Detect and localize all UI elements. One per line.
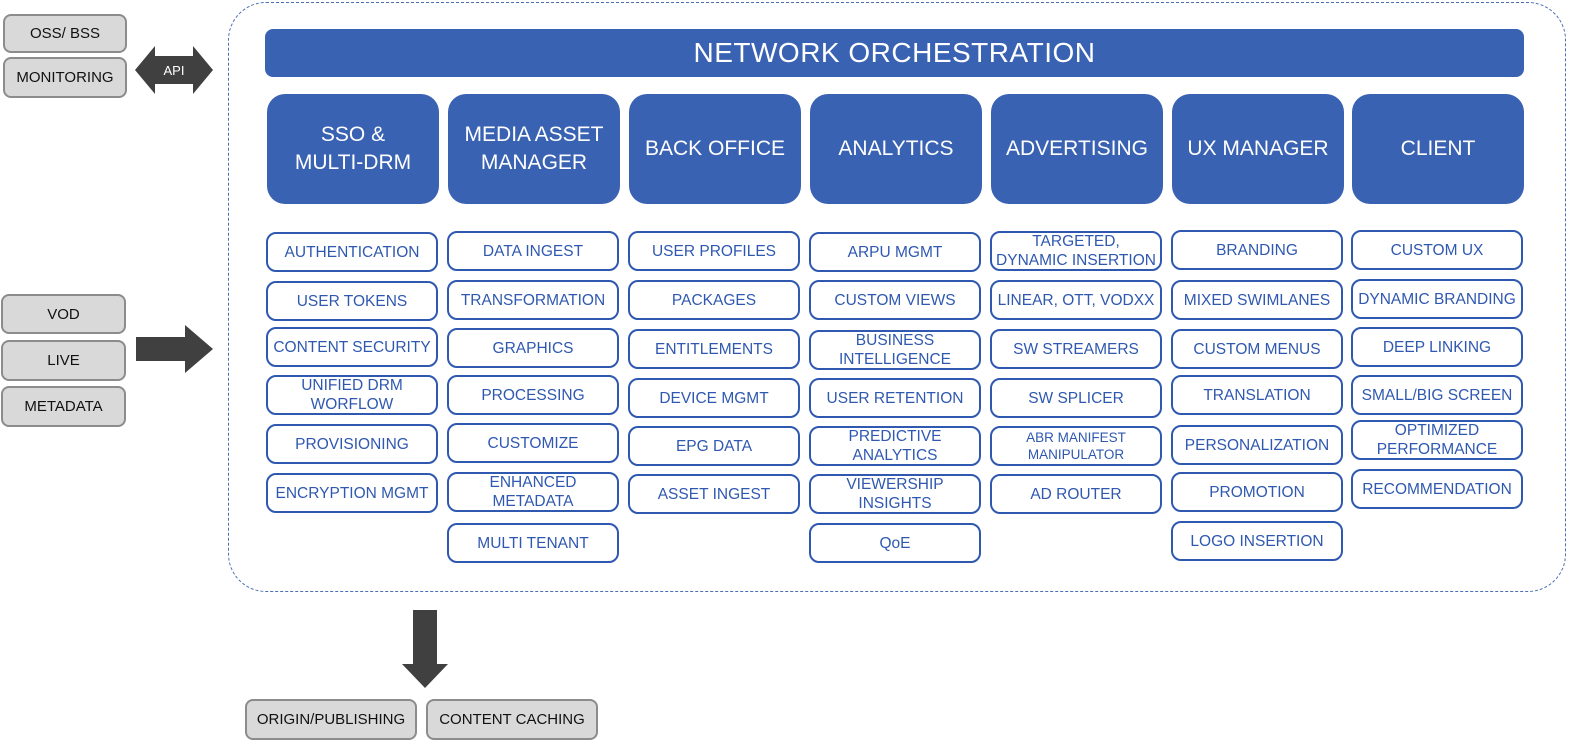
monitoring-box: MONITORING <box>3 57 127 98</box>
column-header-sso-multi-drm: SSO & MULTI-DRM <box>267 94 439 204</box>
feature-box-provisioning: PROVISIONING <box>266 424 438 464</box>
feature-box-multi-tenant: MULTI TENANT <box>447 523 619 563</box>
feature-box-business-intelligence: BUSINESS INTELLIGENCE <box>809 330 981 370</box>
feature-box-optimized-performance: OPTIMIZED PERFORMANCE <box>1351 420 1523 460</box>
feature-box-content-security: CONTENT SECURITY <box>266 327 438 367</box>
oss-bss-box: OSS/ BSS <box>3 14 127 53</box>
feature-box-deep-linking: DEEP LINKING <box>1351 327 1523 367</box>
network-orchestration-banner: NETWORK ORCHESTRATION <box>265 29 1524 77</box>
feature-box-unified-drm-worflow: UNIFIED DRM WORFLOW <box>266 375 438 415</box>
feature-box-mixed-swimlanes: MIXED SWIMLANES <box>1171 280 1343 320</box>
api-label: API <box>164 63 185 78</box>
column-header-analytics: ANALYTICS <box>810 94 982 204</box>
column-header-media-asset-manager: MEDIA ASSET MANAGER <box>448 94 620 204</box>
feature-box-customize: CUSTOMIZE <box>447 423 619 463</box>
feature-box-custom-views: CUSTOM VIEWS <box>809 280 981 320</box>
feature-box-custom-ux: CUSTOM UX <box>1351 230 1523 270</box>
feature-box-user-retention: USER RETENTION <box>809 378 981 418</box>
content-caching-box: CONTENT CACHING <box>426 699 598 740</box>
live-box: LIVE <box>1 340 126 381</box>
feature-box-authentication: AUTHENTICATION <box>266 232 438 272</box>
feature-box-logo-insertion: LOGO INSERTION <box>1171 521 1343 561</box>
feature-box-entitlements: ENTITLEMENTS <box>628 329 800 369</box>
feature-box-device-mgmt: DEVICE MGMT <box>628 378 800 418</box>
feature-box-predictive-analytics: PREDICTIVE ANALYTICS <box>809 426 981 466</box>
feature-box-user-tokens: USER TOKENS <box>266 281 438 321</box>
metadata-box: METADATA <box>1 386 126 427</box>
feature-box-ad-router: AD ROUTER <box>990 474 1162 514</box>
feature-box-recommendation: RECOMMENDATION <box>1351 469 1523 509</box>
feature-box-sw-splicer: SW SPLICER <box>990 378 1162 418</box>
feature-box-promotion: PROMOTION <box>1171 472 1343 512</box>
column-header-back-office: BACK OFFICE <box>629 94 801 204</box>
feature-box-dynamic-branding: DYNAMIC BRANDING <box>1351 279 1523 319</box>
api-double-arrow <box>135 46 213 94</box>
feature-box-epg-data: EPG DATA <box>628 426 800 466</box>
feature-box-personalization: PERSONALIZATION <box>1171 425 1343 465</box>
feature-box-targeted-dynamic-insertion: TARGETED, DYNAMIC INSERTION <box>990 231 1162 271</box>
vod-box: VOD <box>1 294 126 334</box>
feature-box-custom-menus: CUSTOM MENUS <box>1171 329 1343 369</box>
feature-box-sw-streamers: SW STREAMERS <box>990 329 1162 369</box>
feature-box-encryption-mgmt: ENCRYPTION MGMT <box>266 473 438 513</box>
feature-box-processing: PROCESSING <box>447 375 619 415</box>
feature-box-enhanced-metadata: ENHANCED METADATA <box>447 472 619 512</box>
feature-box-graphics: GRAPHICS <box>447 328 619 368</box>
feature-box-qoe: QoE <box>809 523 981 563</box>
feature-box-user-profiles: USER PROFILES <box>628 231 800 271</box>
column-header-advertising: ADVERTISING <box>991 94 1163 204</box>
feature-box-abr-manifest-manipulator: ABR MANIFEST MANIPULATOR <box>990 426 1162 466</box>
feature-box-branding: BRANDING <box>1171 230 1343 270</box>
origin-publishing-box: ORIGIN/PUBLISHING <box>245 699 417 740</box>
feature-box-transformation: TRANSFORMATION <box>447 280 619 320</box>
output-arrow <box>402 610 448 688</box>
column-header-client: CLIENT <box>1352 94 1524 204</box>
feature-box-linear-ott-vodxx: LINEAR, OTT, VODXX <box>990 280 1162 320</box>
column-header-ux-manager: UX MANAGER <box>1172 94 1344 204</box>
feature-box-arpu-mgmt: ARPU MGMT <box>809 232 981 272</box>
platform-frame <box>228 2 1566 592</box>
feature-box-translation: TRANSLATION <box>1171 375 1343 415</box>
feature-box-viewership-insights: VIEWERSHIP INSIGHTS <box>809 474 981 514</box>
feature-box-asset-ingest: ASSET INGEST <box>628 474 800 514</box>
feature-box-packages: PACKAGES <box>628 280 800 320</box>
feature-box-data-ingest: DATA INGEST <box>447 231 619 271</box>
feature-box-small-big-screen: SMALL/BIG SCREEN <box>1351 375 1523 415</box>
input-arrow <box>136 325 213 373</box>
